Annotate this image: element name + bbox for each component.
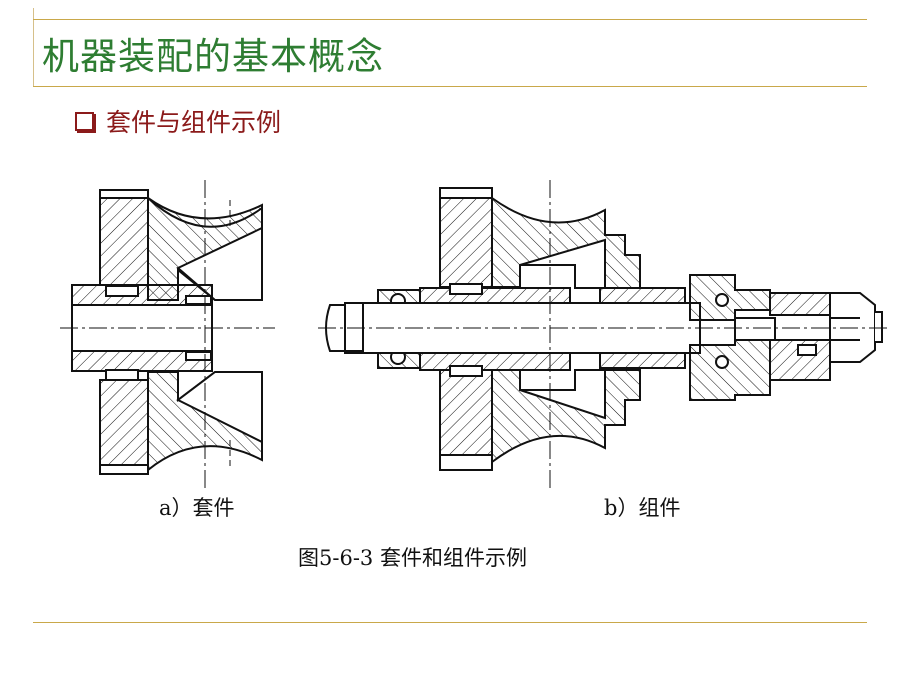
top-rule <box>33 19 867 20</box>
subassembly-drawing <box>60 180 275 492</box>
checkbox-bullet-icon <box>75 111 94 131</box>
title-rule <box>33 86 867 87</box>
bullet-text: 套件与组件示例 <box>106 108 282 137</box>
slide-title: 机器装配的基本概念 <box>42 35 384 78</box>
bottom-rule <box>33 622 867 623</box>
component-assembly-drawing <box>318 180 890 490</box>
bullet-item: 套件与组件示例 <box>75 103 281 139</box>
caption-subassembly: a）套件 <box>159 496 235 520</box>
title-accent-line <box>33 8 34 86</box>
figure-caption: 图5-6-3 套件和组件示例 <box>298 546 527 570</box>
caption-assembly: b）组件 <box>604 496 681 520</box>
